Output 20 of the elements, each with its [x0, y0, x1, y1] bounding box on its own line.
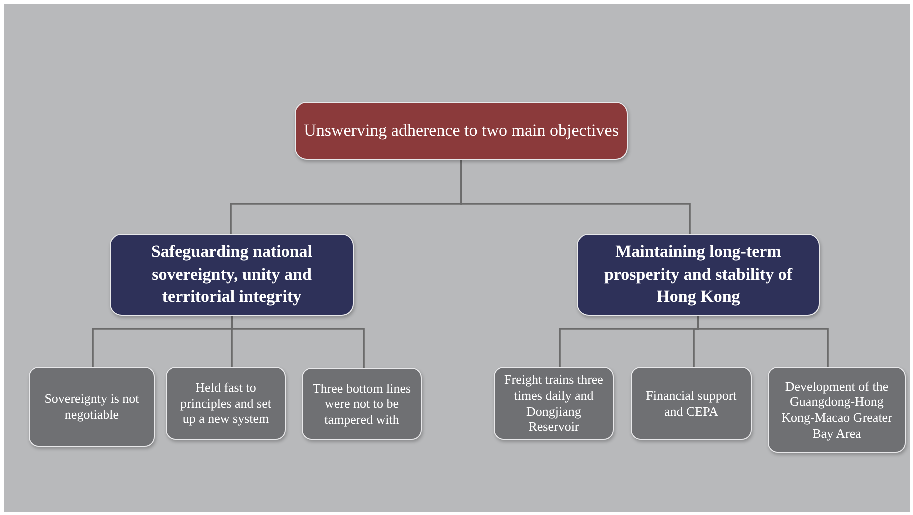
measure-box [166, 367, 286, 440]
connector-line [460, 160, 691, 234]
measure-box [302, 368, 422, 440]
connector-line [698, 316, 829, 367]
node-label: Financial support and CEPA [645, 388, 738, 420]
objective-box [295, 102, 628, 160]
measure-box [768, 367, 906, 453]
goal-box [577, 234, 820, 316]
node-label: Freight trains three times daily and Dongjiang Reservoir [504, 372, 604, 435]
node-label: Maintaining long-term prosperity and stability of Hong Kong [603, 240, 794, 308]
measure-box [631, 367, 752, 440]
measure-box [494, 367, 614, 440]
node-label: Safeguarding national sovereignty, unity and territorial integrity [150, 240, 314, 308]
node-label: Sovereignty is not negotiable [44, 391, 140, 423]
node-label: Unswerving adherence to two main objectives [304, 121, 619, 141]
measure-box [29, 367, 155, 447]
goal-box [110, 234, 354, 316]
node-label: Held fast to principles and set up a new system [180, 380, 272, 427]
node-label: Development of the Guangdong-Hong Kong-Macao Greater Bay Area [780, 378, 894, 442]
node-label: Three bottom lines were not to be tampered with [312, 380, 412, 428]
